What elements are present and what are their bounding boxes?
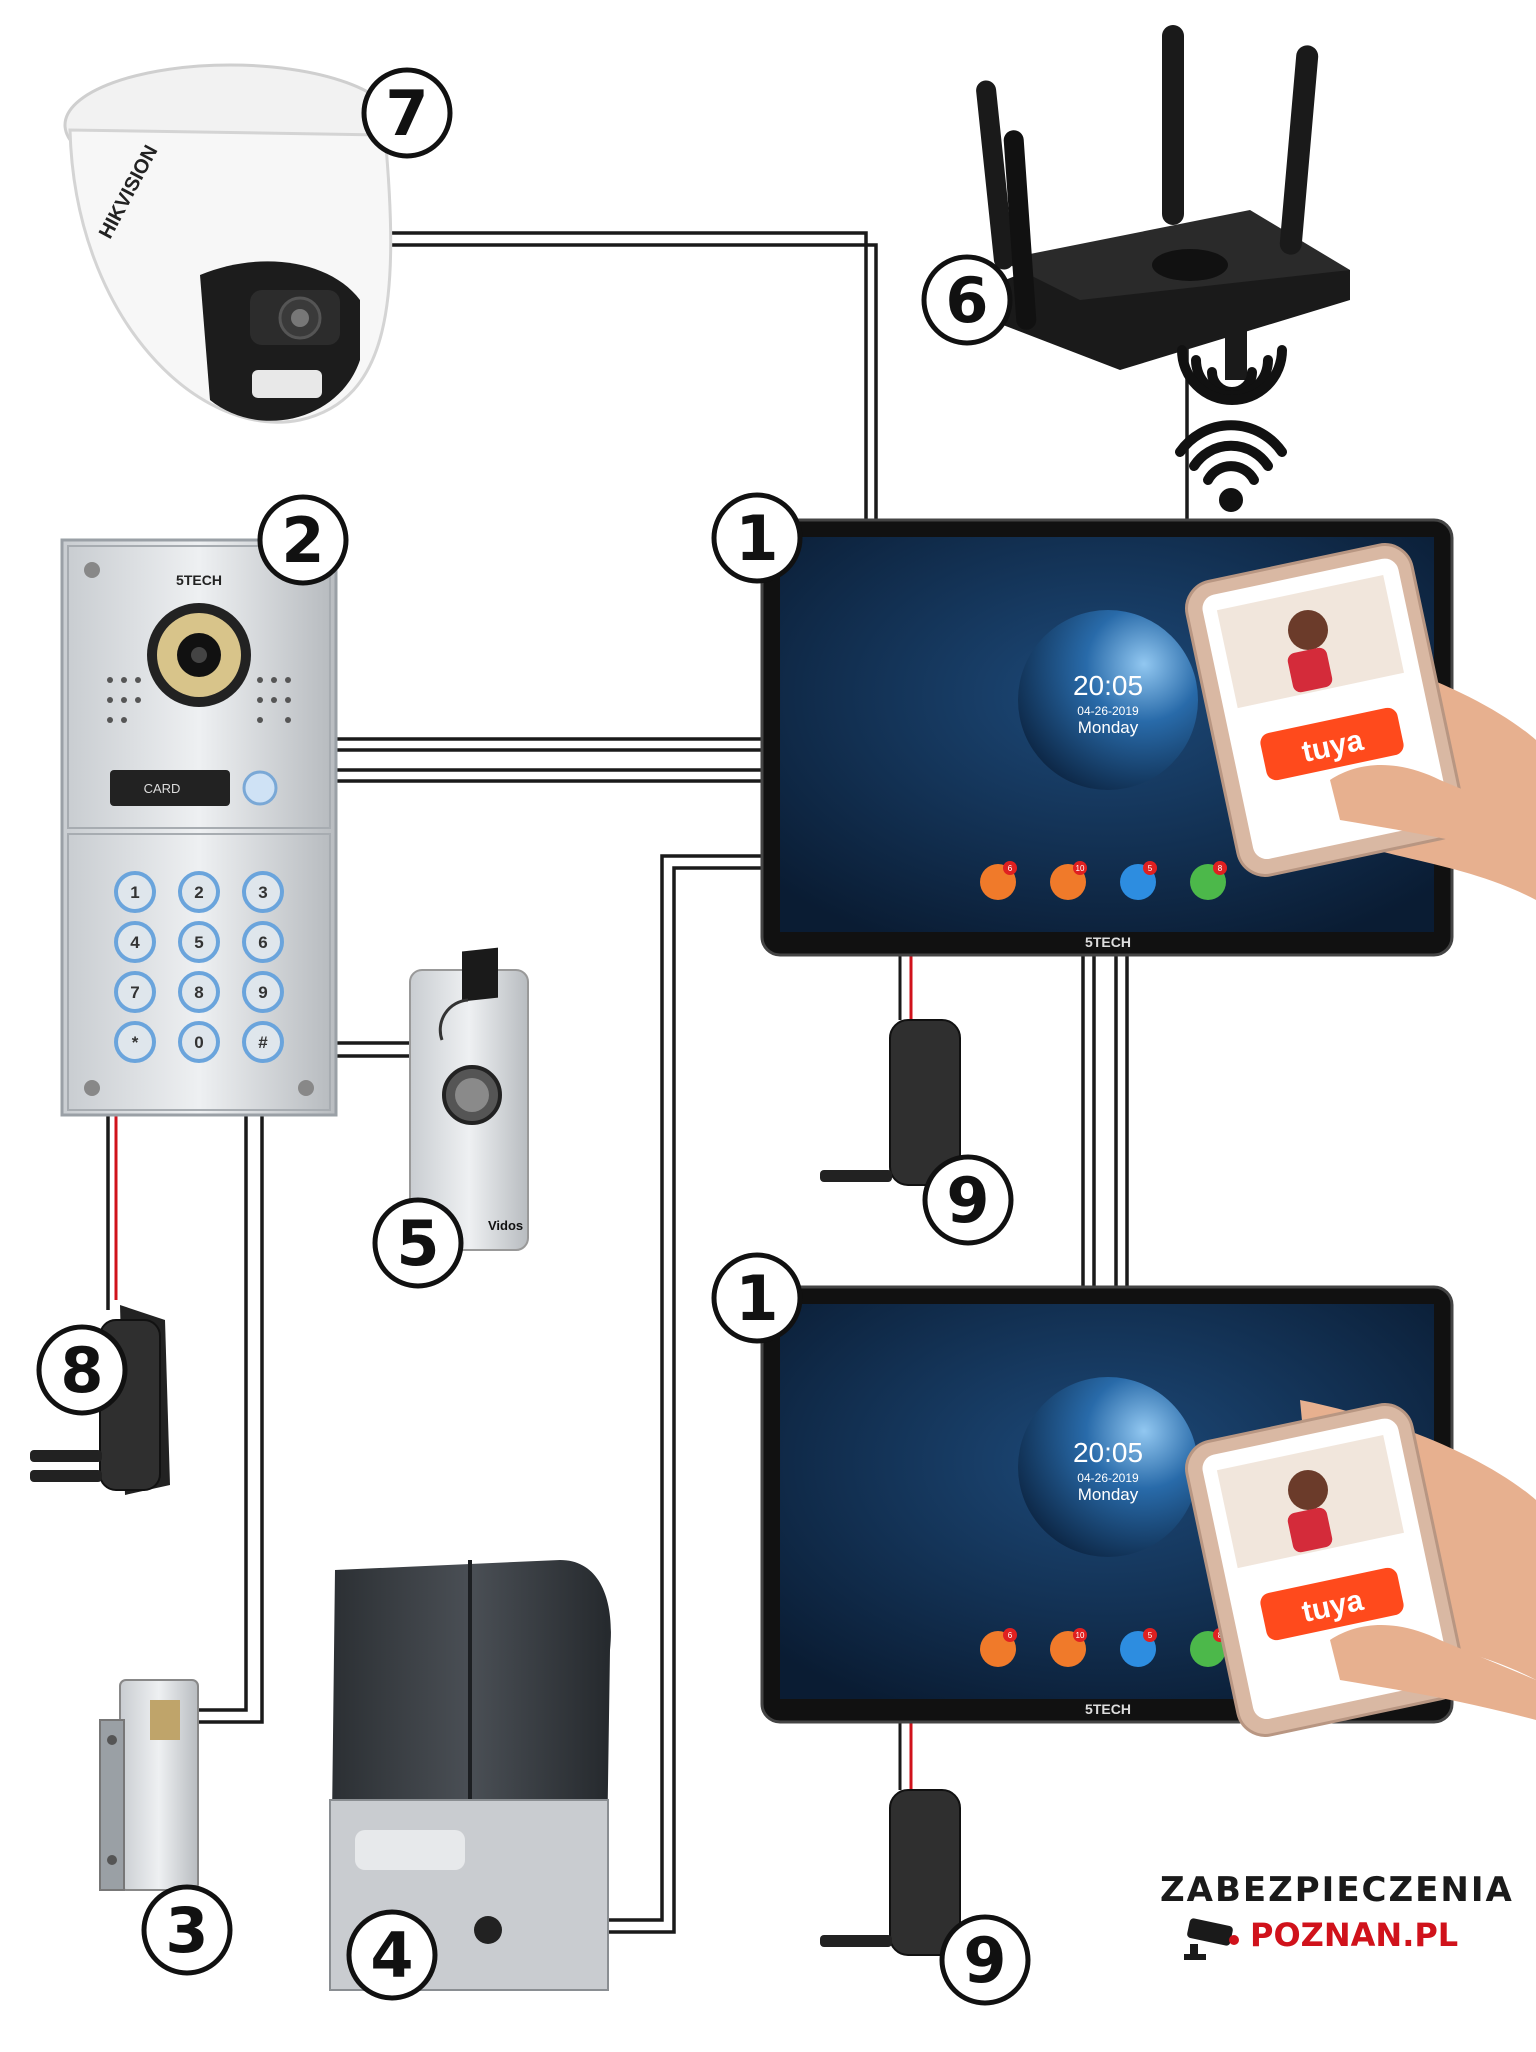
keypad-key-label: 2 (194, 883, 203, 902)
monitor-1-badges: 6 10 5 8 (1003, 861, 1227, 875)
door-station-brand: 5TECH (176, 572, 222, 588)
router (976, 25, 1350, 380)
label-gate-motor: 4 (346, 1909, 438, 2001)
gate-motor (329, 1560, 611, 1991)
power-wires (114, 955, 913, 1790)
label-monitor-1: 1 (711, 492, 803, 584)
label-monitor-2-psu: 9 (939, 1914, 1031, 2006)
cable-lock (198, 1115, 248, 1712)
company-logo: ZABEZPIECZENIA POZNAN.PL (1160, 1870, 1512, 1980)
notification-badge-count: 5 (1148, 1631, 1153, 1640)
svg-text:9: 9 (946, 1164, 989, 1237)
notification-badge: 5 (1143, 861, 1157, 875)
keypad-key-label: 4 (130, 933, 140, 952)
keypad-key-label: 8 (194, 983, 203, 1002)
label-monitor-1-psu: 9 (922, 1154, 1014, 1246)
keypad-key: 7 (114, 971, 156, 1013)
keypad-key: * (114, 1021, 156, 1063)
monitor-1-psu (820, 1019, 961, 1186)
label-electric-lock: 3 (141, 1884, 233, 1976)
keypad-key-label: # (258, 1033, 268, 1052)
notification-badge: 10 (1073, 1628, 1087, 1642)
keypad-key-label: 0 (194, 1033, 203, 1052)
label-exit-button: 5 (372, 1197, 464, 1289)
card-label: CARD (144, 781, 181, 796)
monitor-1-date: 04-26-2019 (1077, 704, 1139, 718)
label-monitor-2: 1 (711, 1252, 803, 1344)
keypad-key-label: 9 (258, 983, 267, 1002)
keypad-key: 6 (242, 921, 284, 963)
keypad-key: 8 (178, 971, 220, 1013)
keypad-key: # (242, 1021, 284, 1063)
exit-button: Vidos (409, 947, 529, 1251)
monitor-2-brand: 5TECH (1085, 1701, 1131, 1717)
monitor-1-day: Monday (1078, 718, 1139, 737)
keypad-key: 9 (242, 971, 284, 1013)
svg-text:3: 3 (165, 1894, 208, 1967)
keypad-key: 3 (242, 871, 284, 913)
svg-text:7: 7 (385, 77, 428, 150)
label-router: 6 (921, 254, 1013, 346)
monitor-2-day: Monday (1078, 1485, 1139, 1504)
wifi-signal-icon (1175, 420, 1287, 512)
svg-text:1: 1 (735, 1262, 778, 1335)
svg-text:2: 2 (281, 504, 324, 577)
keypad-key: 0 (178, 1021, 220, 1063)
notification-badge: 5 (1143, 1628, 1157, 1642)
cable-gate-motor (605, 854, 762, 1922)
svg-text:8: 8 (60, 1334, 103, 1407)
monitor-2-date: 04-26-2019 (1077, 1471, 1139, 1485)
label-door-station-psu: 8 (36, 1324, 128, 1416)
notification-badge-count: 6 (1008, 864, 1013, 873)
notification-badge-count: 8 (1218, 864, 1223, 873)
door-station-psu (30, 1305, 170, 1495)
keypad-key: 4 (114, 921, 156, 963)
ip-camera: HIKVISION (63, 63, 397, 424)
svg-text:5: 5 (396, 1207, 439, 1280)
notification-badge-count: 10 (1076, 1631, 1085, 1640)
keypad-key: 5 (178, 921, 220, 963)
keypad-key-label: 5 (194, 933, 203, 952)
keypad: 1 2 3 4 5 6 7 8 9 * 0 # (114, 871, 284, 1063)
notification-badge: 10 (1073, 861, 1087, 875)
keypad-key-label: 1 (130, 883, 139, 902)
monitor-1-brand: 5TECH (1085, 934, 1131, 950)
wifi-icon (1177, 345, 1287, 405)
keypad-key-label: * (132, 1033, 139, 1052)
label-door-station: 2 (257, 494, 349, 586)
monitor-2-time: 20:05 (1073, 1437, 1143, 1468)
svg-text:4: 4 (370, 1919, 413, 1992)
notification-badge: 6 (1003, 861, 1017, 875)
notification-badge-count: 5 (1148, 864, 1153, 873)
monitor-2-psu (820, 1789, 961, 1956)
svg-text:6: 6 (945, 264, 988, 337)
svg-text:9: 9 (963, 1924, 1006, 1997)
notification-badge-count: 10 (1076, 864, 1085, 873)
monitor-1-time: 20:05 (1073, 670, 1143, 701)
svg-text:1: 1 (735, 502, 778, 575)
keypad-key: 2 (178, 871, 220, 913)
cable-camera-monitor (388, 231, 868, 528)
notification-badge-count: 6 (1008, 1631, 1013, 1640)
electric-lock (99, 1679, 199, 1891)
keypad-key-label: 6 (258, 933, 267, 952)
keypad-key: 1 (114, 871, 156, 913)
logo-bottom-text: POZNAN.PL (1250, 1916, 1459, 1954)
keypad-key-label: 3 (258, 883, 267, 902)
smartphone-app-2: tuya (1185, 1400, 1536, 1737)
notification-badge: 6 (1003, 1628, 1017, 1642)
cctv-camera-icon (1184, 1918, 1239, 1960)
logo-top-text: ZABEZPIECZENIA (1160, 1870, 1514, 1910)
cabling (106, 231, 1189, 1934)
notification-badge: 8 (1213, 861, 1227, 875)
keypad-key-label: 7 (130, 983, 139, 1002)
smartphone-app-1: tuya (1185, 543, 1536, 900)
label-ip-camera: 7 (361, 67, 453, 159)
exit-button-brand: Vidos (488, 1218, 523, 1233)
